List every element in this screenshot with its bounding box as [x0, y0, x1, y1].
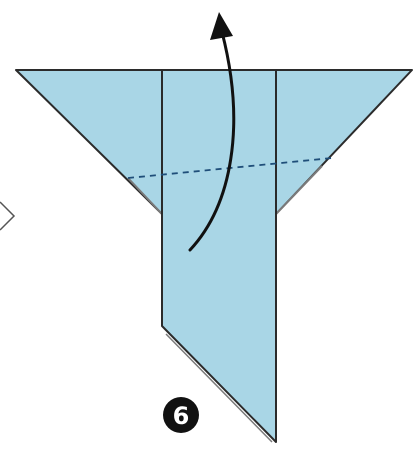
step-number-label: 6 — [173, 402, 190, 430]
previous-step-marker-icon — [0, 202, 14, 230]
central-strip — [162, 70, 276, 442]
step-number-badge: 6 — [163, 397, 199, 433]
